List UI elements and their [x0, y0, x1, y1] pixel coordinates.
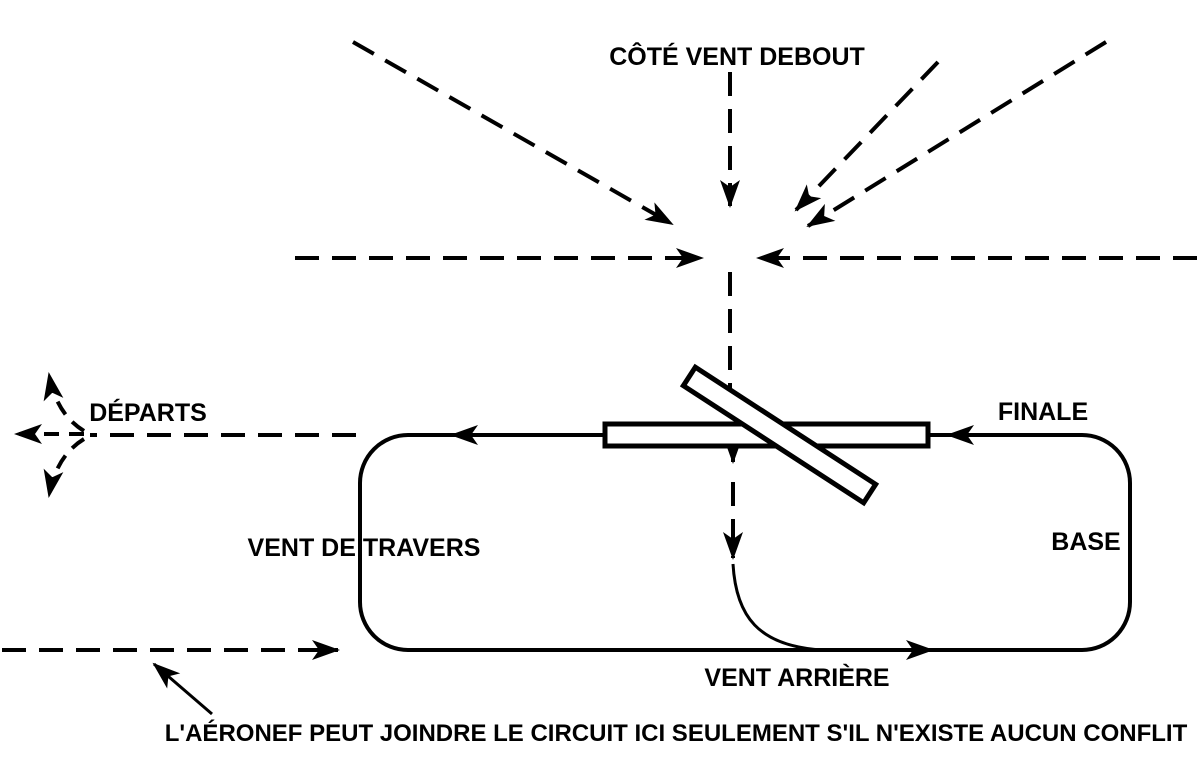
- label-departures: DÉPARTS: [89, 398, 207, 427]
- label-upwind-side: CÔTÉ VENT DEBOUT: [609, 41, 865, 71]
- runway-diagonal: [679, 363, 880, 507]
- join-downwind-curve: [731, 563, 823, 652]
- departures-group: [14, 372, 356, 498]
- join-point-pointer-arrow: [152, 662, 213, 716]
- label-join-note: L'AÉRONEF PEUT JOINDRE LE CIRCUIT ICI SE…: [165, 719, 1188, 747]
- circuit-entry-group: [2, 640, 340, 716]
- departure-branch-up: [43, 372, 86, 433]
- label-downwind: VENT ARRIÈRE: [704, 663, 889, 692]
- runways-group: [602, 363, 931, 507]
- label-final: FINALE: [998, 398, 1088, 426]
- wind-arrow-diagonal-upper-right-steep: [794, 60, 940, 212]
- departure-branch-down: [43, 437, 86, 498]
- label-crosswind: VENT DE TRAVERS: [248, 534, 481, 562]
- wind-arrow-diagonal-upper-left: [352, 40, 674, 226]
- label-base: BASE: [1051, 528, 1120, 556]
- wind-arrows-group: [295, 40, 1197, 268]
- wind-arrow-diagonal-upper-right-shallow: [806, 40, 1108, 228]
